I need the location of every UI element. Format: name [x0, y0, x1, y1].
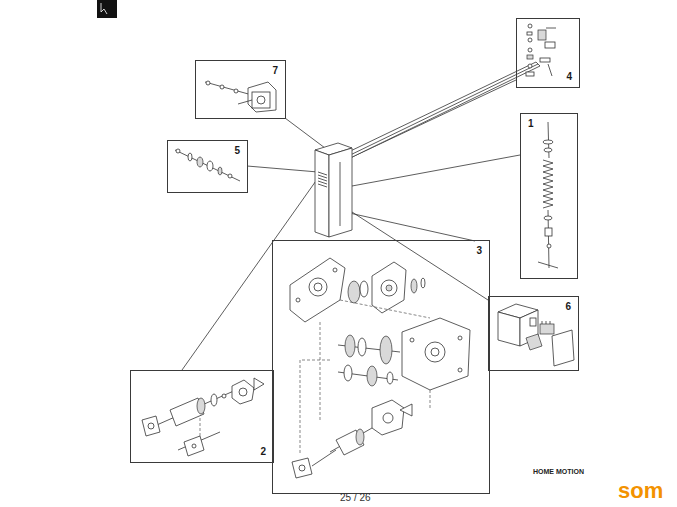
detail-box: 6 — [488, 296, 579, 371]
leader-lines — [182, 80, 520, 370]
bracket-parts — [205, 81, 276, 112]
callout-number: 7 — [272, 66, 278, 76]
detail-box: 5 — [167, 140, 248, 193]
spring-assembly — [538, 122, 558, 268]
corner-marker — [97, 0, 117, 18]
barrier-housing — [315, 62, 540, 237]
callout-number: 1 — [528, 119, 534, 129]
callout-number: 3 — [476, 246, 482, 256]
page-number: 25 / 26 — [340, 493, 371, 503]
motor-assemblies — [142, 378, 264, 456]
callout-number: 6 — [565, 302, 571, 312]
callout-number: 2 — [260, 447, 266, 457]
gearbox-parts — [290, 258, 470, 478]
detail-box: 2 — [130, 370, 274, 463]
control-unit — [498, 304, 574, 366]
detail-box: 7 — [195, 60, 286, 119]
small-parts — [526, 24, 556, 76]
brand-logo: som — [618, 480, 663, 502]
detail-box: 1 — [520, 113, 578, 279]
detail-box: 3 — [272, 240, 490, 494]
callout-number: 4 — [566, 72, 572, 82]
shaft-parts — [175, 149, 240, 181]
brand-tagline: HOME MOTION — [533, 468, 584, 475]
detail-box: 4 — [516, 18, 580, 88]
callout-number: 5 — [234, 146, 240, 156]
